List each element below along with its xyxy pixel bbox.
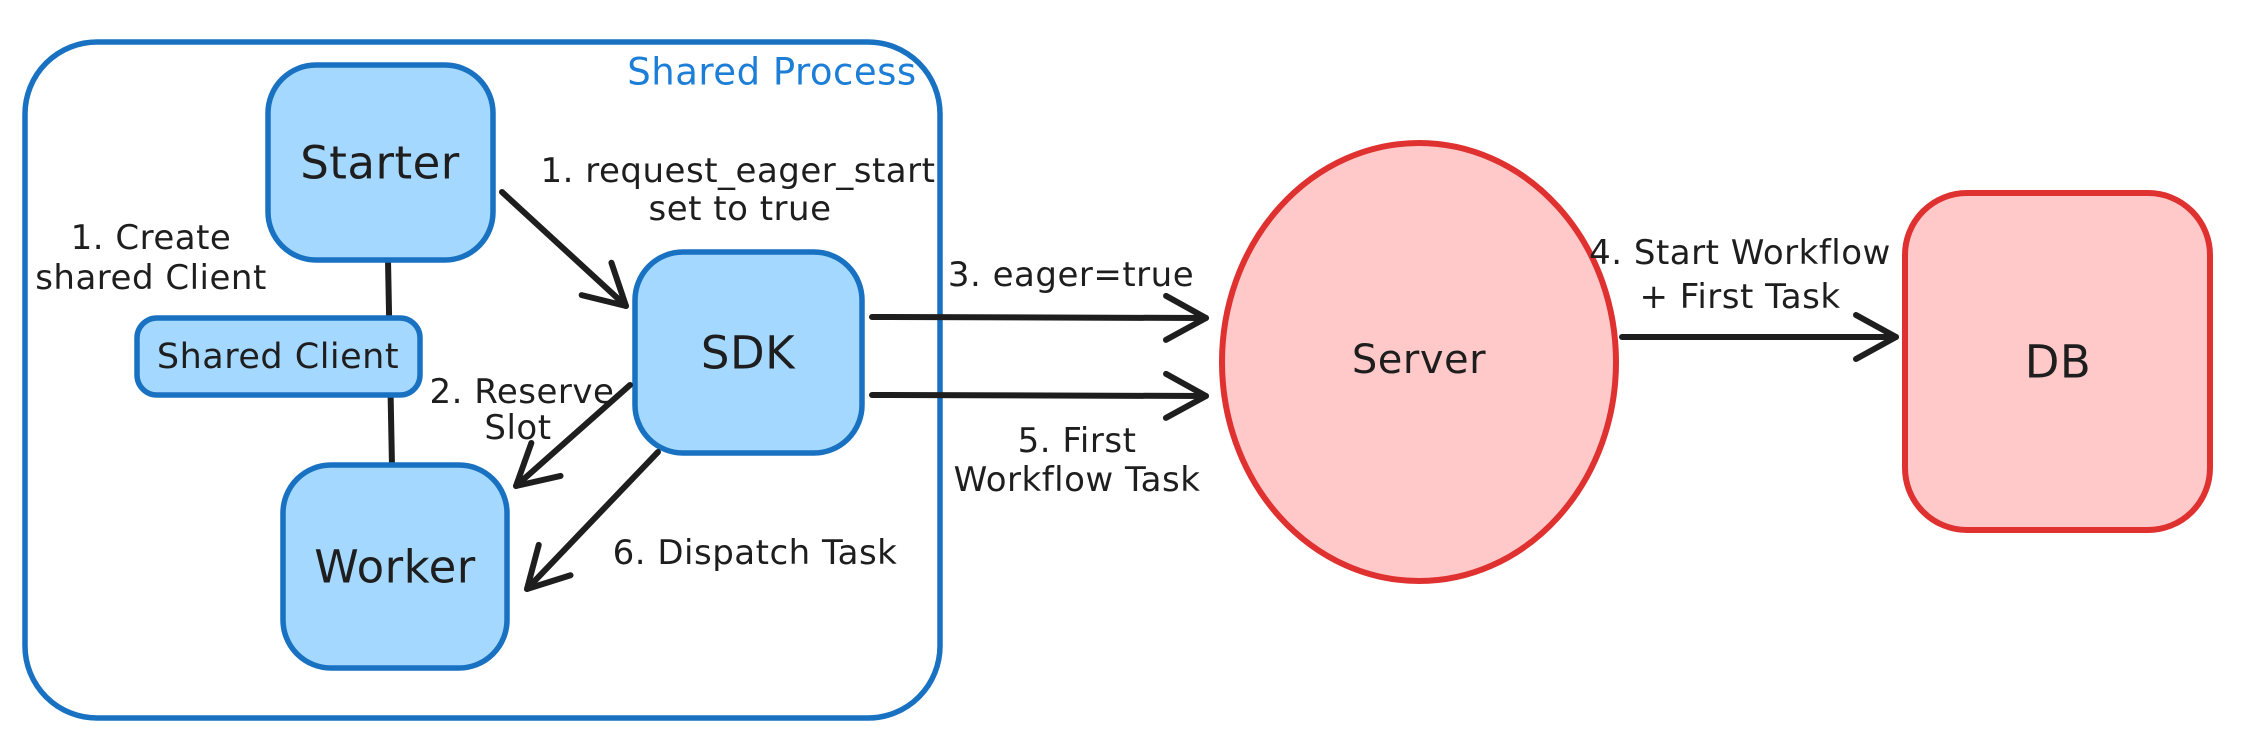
worker-node — [280, 462, 510, 671]
sdk-node — [632, 249, 865, 456]
annotation-reserve-slot-line2: Slot — [484, 408, 551, 448]
shared-process-container — [22, 39, 943, 721]
arrow-starter-to-sdk — [499, 189, 629, 309]
arrow-sdk-to-worker-reserve-slot — [513, 382, 633, 489]
annotation-first-workflow-task-line1: 5. First — [1018, 421, 1137, 461]
annotation-start-workflow-line1: 4. Start Workflow — [1589, 233, 1891, 273]
arrow-sdk-to-server-eager — [869, 292, 1209, 343]
annotation-eager-true: 3. eager=true — [948, 255, 1194, 295]
db-node — [1902, 190, 2213, 533]
arrow-sdk-to-worker-dispatch-task — [524, 449, 661, 592]
arrow-sdk-to-server-first-task — [869, 370, 1209, 421]
server-node — [1219, 140, 1619, 584]
shared-client-node — [134, 315, 423, 398]
starter-node-label: Starter — [300, 137, 460, 190]
db-node-label: DB — [2025, 336, 2092, 389]
shared-process-label: Shared Process — [627, 51, 916, 94]
annotation-reserve-slot-line1: 2. Reserve — [430, 372, 615, 412]
starter-node — [265, 62, 496, 263]
annotation-create-shared-client-line2: shared Client — [35, 258, 267, 298]
server-node-label: Server — [1352, 337, 1486, 383]
sdk-node-label: SDK — [701, 327, 796, 380]
annotation-create-shared-client-line1: 1. Create — [71, 218, 232, 258]
annotation-first-workflow-task-line2: Workflow Task — [954, 460, 1201, 500]
annotation-start-workflow-line2: + First Task — [1639, 277, 1840, 317]
annotation-dispatch-task: 6. Dispatch Task — [613, 533, 898, 573]
annotation-request-eager-start-line2: set to true — [649, 189, 832, 229]
annotation-request-eager-start-line1: 1. request_eager_start — [541, 151, 936, 191]
worker-node-label: Worker — [314, 541, 476, 594]
shared-client-node-label: Shared Client — [157, 337, 399, 377]
